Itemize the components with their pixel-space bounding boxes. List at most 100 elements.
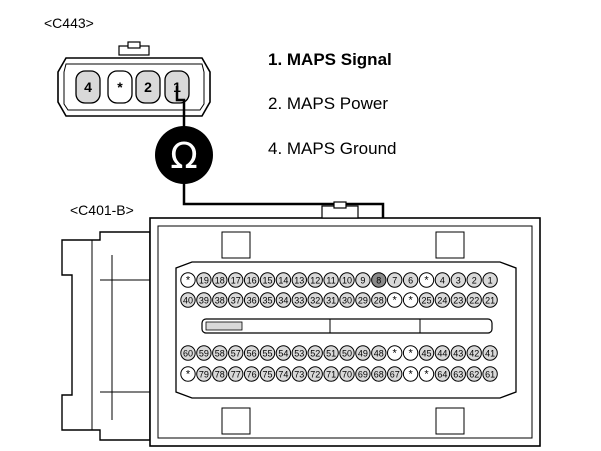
- c401b-pin: 43: [450, 345, 466, 361]
- c401b-pin: 41: [482, 345, 498, 361]
- c401b-pin: 56: [243, 345, 260, 361]
- c443-pin-label: 4: [84, 79, 92, 95]
- c401b-pin-label: 42: [469, 348, 479, 358]
- c401b-pin: 70: [339, 366, 355, 382]
- c401b-pin: 21: [482, 292, 498, 308]
- c401b-pin: 45: [418, 345, 435, 361]
- c401b-pin-label: 31: [326, 295, 336, 305]
- c401b-pin-label: 21: [485, 295, 495, 305]
- c401b-pin-label: 68: [374, 369, 384, 379]
- c401b-pin-label: 67: [390, 369, 400, 379]
- c401b-pin: 54: [275, 345, 292, 361]
- c401b-pin: 39: [196, 292, 212, 308]
- c401b-pin: 35: [259, 292, 276, 308]
- c401b-pin-label: 10: [342, 275, 352, 285]
- ohm-symbol: Ω: [170, 136, 198, 177]
- c401b-pin: *: [402, 292, 419, 308]
- c401b-pin-label: 35: [262, 295, 272, 305]
- c401b-pin: 11: [323, 272, 339, 288]
- c401b-pin: 4: [434, 272, 451, 288]
- c401b-pin-label: 58: [215, 348, 225, 358]
- c401b-pin-label: 39: [199, 295, 209, 305]
- c401b-pin: 19: [196, 272, 212, 288]
- c401b-pin-label: 79: [199, 369, 209, 379]
- c401b-pin-label: 44: [437, 348, 447, 358]
- c401b-pin: 24: [434, 292, 451, 308]
- c401b-pin-label: 15: [262, 275, 272, 285]
- c401b-pin: 76: [243, 366, 260, 382]
- c401b-pin: 2: [466, 272, 482, 288]
- c401b-pin-label: 53: [294, 348, 304, 358]
- legend-item-maps-ground: 4. MAPS Ground: [268, 139, 397, 158]
- c401b-pin: 63: [450, 366, 466, 382]
- c401b-pin: 74: [275, 366, 292, 382]
- c401b-pin: 16: [243, 272, 260, 288]
- c401b-pin-label: 12: [310, 275, 320, 285]
- c401b-pin-label: 19: [199, 275, 209, 285]
- c401b-pin-label: 69: [358, 369, 368, 379]
- c401b-pin: 3: [450, 272, 466, 288]
- c401b-pin-label: 62: [469, 369, 479, 379]
- c401b-pin-label: 23: [453, 295, 463, 305]
- c401b-pin: 53: [291, 345, 307, 361]
- c401b-pin-label: 55: [262, 348, 272, 358]
- c401b-pin-label: 40: [183, 295, 193, 305]
- c401b-pin-label: 71: [326, 369, 336, 379]
- c401b-pin: 6: [402, 272, 419, 288]
- c401b-pin-label: 29: [358, 295, 368, 305]
- c401b-pin-label: 41: [485, 348, 495, 358]
- c401b-pin: 77: [228, 366, 244, 382]
- c401b-pin: 64: [434, 366, 451, 382]
- c401b-pin: 37: [228, 292, 244, 308]
- c401b-pin: 68: [371, 366, 387, 382]
- c401b-pin-label: *: [408, 294, 413, 306]
- c401b-pin: 7: [387, 272, 403, 288]
- c401b-pin-label: 60: [183, 348, 193, 358]
- c401b-pin-label: 2: [472, 275, 477, 285]
- c401b-pin-label: 64: [437, 369, 447, 379]
- c401b-pin-label: 72: [310, 369, 320, 379]
- ohmmeter-icon: Ω: [155, 126, 213, 184]
- connector-c401b-label: <C401-B>: [70, 202, 134, 218]
- c401b-pin: 25: [418, 292, 435, 308]
- c401b-pin-label: 70: [342, 369, 352, 379]
- c401b-pin: 38: [212, 292, 228, 308]
- c401b-pin-label: 28: [374, 295, 384, 305]
- c401b-pin-label: 61: [485, 369, 495, 379]
- c401b-pin-label: 57: [231, 348, 241, 358]
- c401b-pin: 12: [307, 272, 323, 288]
- c401b-pin: 28: [371, 292, 387, 308]
- c401b-pin-label: 36: [247, 295, 257, 305]
- c401b-pin: *: [387, 292, 403, 308]
- c401b-pin: *: [402, 345, 419, 361]
- c401b-pin: 33: [291, 292, 307, 308]
- c401b-pin: *: [418, 272, 435, 288]
- c401b-pin-label: 76: [247, 369, 257, 379]
- c401b-pin: 55: [259, 345, 276, 361]
- c401b-pin: 69: [355, 366, 371, 382]
- c401b-pin-label: 56: [247, 348, 257, 358]
- c401b-pin: 32: [307, 292, 323, 308]
- c401b-pin: 50: [339, 345, 355, 361]
- c401b-pin: 78: [212, 366, 228, 382]
- c401b-pin-label: 77: [231, 369, 241, 379]
- c401b-pin: 73: [291, 366, 307, 382]
- c443-pin: *: [107, 70, 133, 104]
- c401b-pin-label: 74: [278, 369, 288, 379]
- c401b-pin: 42: [466, 345, 482, 361]
- c401b-pin-label: 50: [342, 348, 352, 358]
- c401b-pin-label: 43: [453, 348, 463, 358]
- c401b-pin-label: *: [424, 274, 429, 286]
- c401b-pin-label: 38: [215, 295, 225, 305]
- c401b-pin: 34: [275, 292, 292, 308]
- c401b-pin-label: 45: [421, 348, 431, 358]
- c401b-pin-label: 30: [342, 295, 352, 305]
- c401b-pin: 57: [228, 345, 244, 361]
- c401b-pin: 58: [212, 345, 228, 361]
- c401b-pin: *: [402, 366, 419, 382]
- c401b-pin: 15: [259, 272, 276, 288]
- c401b-pin-label: 51: [326, 348, 336, 358]
- c401b-pin: 60: [180, 345, 196, 361]
- c401b-pin: 75: [259, 366, 276, 382]
